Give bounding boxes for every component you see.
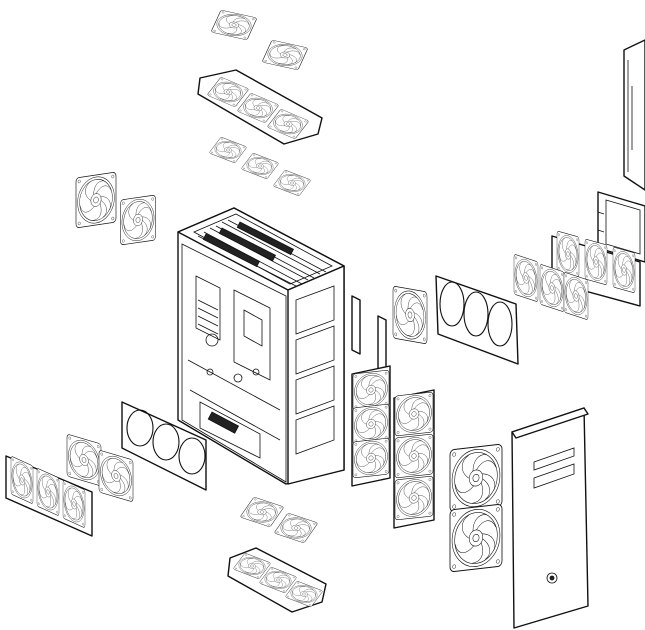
front-triple-fan-radiator [551,230,641,307]
bottom-fan-bracket [121,401,207,491]
fan-icon [272,169,312,197]
fan-icon [392,285,428,345]
front-door-panel [511,407,589,629]
vertical-triple-fan-stack-right [393,389,435,529]
fan-icon [98,449,134,503]
fan-icon [394,391,434,437]
fan-icon [261,39,309,71]
fan-icon [394,475,434,521]
rear-fan-pair [75,171,156,246]
top-twin-200mm-fans [210,9,309,71]
bottom-fan-pair-lower [239,496,319,544]
fan-icon [66,433,102,487]
fan-icon [563,271,589,321]
fan-icon [449,503,503,573]
vertical-triple-fan-stack-left [351,365,391,487]
fan-icon [556,230,580,278]
top-triple-fan-radiator-lower [208,136,312,197]
fan-icon [352,437,390,479]
front-fan-bracket [435,275,519,365]
bottom-triple-fan-radiator [5,455,93,537]
fan-icon [394,433,434,479]
bottom-triple-fan-radiator-lower [227,547,327,613]
fan-icon [352,403,390,445]
fan-icon [584,238,608,286]
front-twin-200mm-fans [449,443,503,573]
fan-icon [120,194,156,246]
fan-icon [449,443,503,513]
fan-icon [210,9,258,41]
fan-icon [513,253,539,303]
fan-icon [208,136,248,164]
power-logo-icon [549,575,555,581]
fan-icon [352,369,390,411]
fan-icon [75,171,117,229]
right-side-panel [623,39,645,191]
front-single-fan [392,285,428,345]
fan-icon [539,263,565,313]
radiator-brackets [351,295,387,373]
top-triple-fan-radiator-upper [197,69,323,145]
drive-tray [597,191,645,263]
case-chassis [177,207,345,485]
fan-icon [612,246,636,294]
fan-icon [240,152,280,180]
fan-icon [273,512,319,544]
fan-icon [239,496,285,528]
